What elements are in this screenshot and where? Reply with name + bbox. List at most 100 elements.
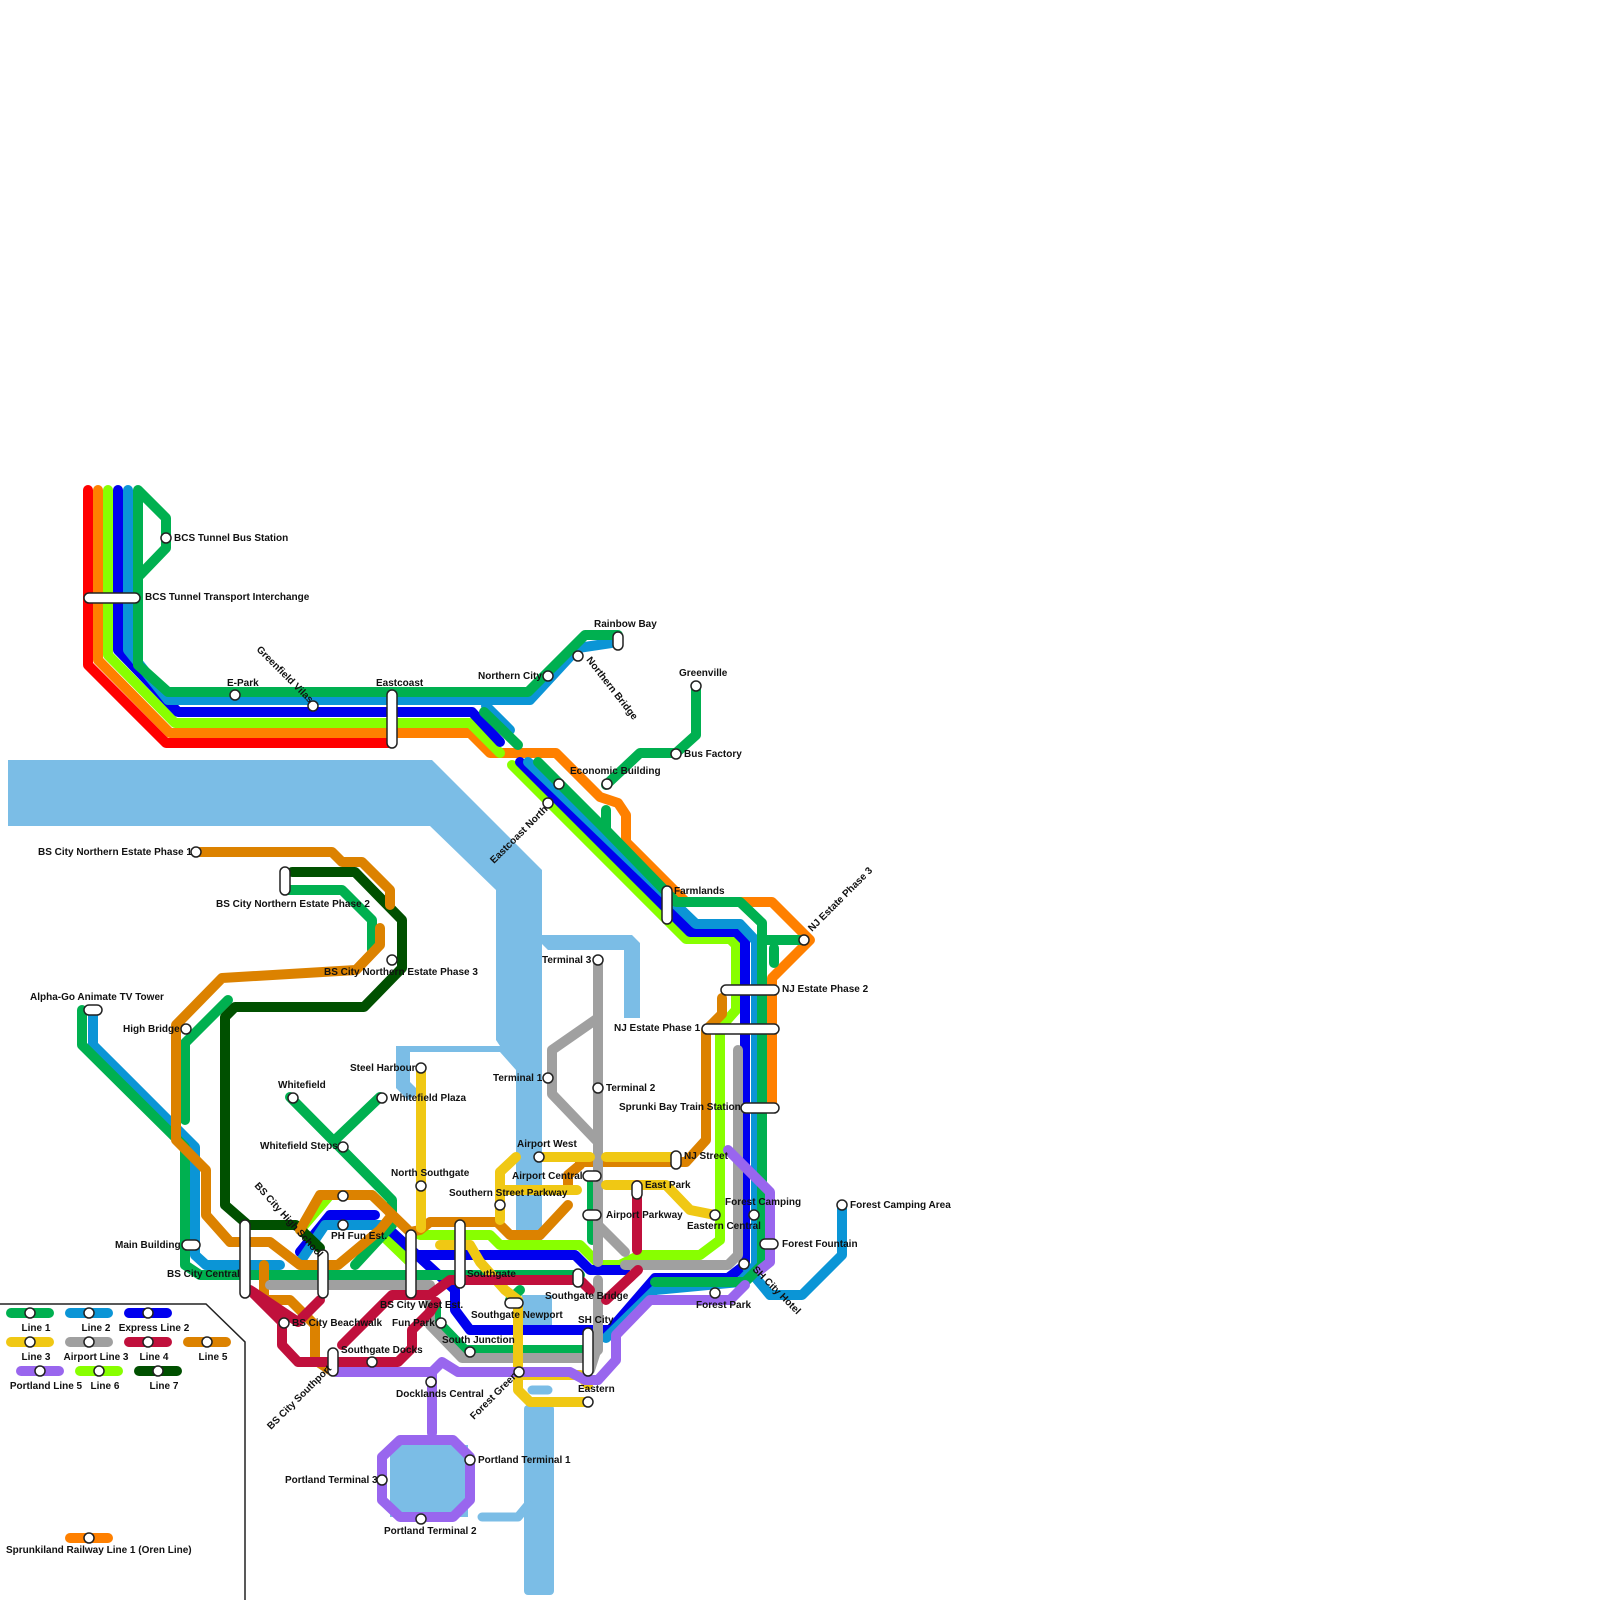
station-marker[interactable] xyxy=(513,1366,525,1378)
station-marker[interactable] xyxy=(542,797,554,809)
station-marker[interactable] xyxy=(464,1346,476,1358)
station-label: Farmlands xyxy=(674,886,725,897)
interchange-marker[interactable] xyxy=(279,866,291,896)
interchange-marker[interactable] xyxy=(83,1004,103,1016)
interchange-marker[interactable] xyxy=(720,984,780,996)
station-label: Portland Terminal 1 xyxy=(478,1455,571,1466)
station-label: Northern Bridge xyxy=(584,655,640,723)
legend-station-icon xyxy=(93,1365,105,1377)
interchange-marker[interactable] xyxy=(327,1347,339,1377)
station-marker[interactable] xyxy=(738,1258,750,1270)
interchange-marker[interactable] xyxy=(759,1238,779,1250)
portland-channel xyxy=(477,1500,533,1522)
station-marker[interactable] xyxy=(425,1376,437,1388)
station-marker[interactable] xyxy=(592,954,604,966)
station-label: East Park xyxy=(645,1180,691,1191)
bay-water xyxy=(8,760,640,1245)
oren-line xyxy=(93,485,815,1113)
station-marker[interactable] xyxy=(836,1199,848,1211)
station-marker[interactable] xyxy=(366,1356,378,1368)
interchange-marker[interactable] xyxy=(582,1209,602,1221)
station-marker[interactable] xyxy=(592,1082,604,1094)
station-marker[interactable] xyxy=(386,954,398,966)
station-marker[interactable] xyxy=(376,1474,388,1486)
station-marker[interactable] xyxy=(307,700,319,712)
station-label: NJ Estate Phase 3 xyxy=(806,865,875,934)
legend-label: Line 6 xyxy=(91,1381,120,1392)
station-marker[interactable] xyxy=(494,1199,506,1211)
station-marker[interactable] xyxy=(748,1209,760,1221)
station-label: Southgate Newport xyxy=(471,1310,563,1321)
interchange-marker[interactable] xyxy=(386,689,398,749)
station-marker[interactable] xyxy=(376,1092,388,1104)
station-marker[interactable] xyxy=(190,846,202,858)
legend-station-icon xyxy=(34,1365,46,1377)
station-marker[interactable] xyxy=(337,1219,349,1231)
interchange-marker[interactable] xyxy=(701,1023,780,1035)
station-marker[interactable] xyxy=(337,1141,349,1153)
interchange-marker[interactable] xyxy=(405,1229,417,1299)
legend-station-icon xyxy=(142,1336,154,1348)
station-marker[interactable] xyxy=(337,1190,349,1202)
interchange-marker[interactable] xyxy=(670,1150,682,1170)
line6 xyxy=(103,485,741,1270)
station-marker[interactable] xyxy=(709,1287,721,1299)
water-bodies xyxy=(8,760,640,1595)
station-marker[interactable] xyxy=(533,1151,545,1163)
station-marker[interactable] xyxy=(798,934,810,946)
station-marker[interactable] xyxy=(601,778,613,790)
station-marker[interactable] xyxy=(709,1209,721,1221)
station-marker[interactable] xyxy=(464,1454,476,1466)
legend-label: Express Line 2 xyxy=(119,1323,190,1334)
legend-label: Portland Line 5 xyxy=(10,1381,83,1392)
stations xyxy=(83,532,848,1525)
station-marker[interactable] xyxy=(542,1072,554,1084)
station-label: Forest Fountain xyxy=(782,1239,858,1250)
interchange-marker[interactable] xyxy=(454,1219,466,1289)
station-marker[interactable] xyxy=(287,1092,299,1104)
station-marker[interactable] xyxy=(435,1317,447,1329)
station-label: Economic Building xyxy=(570,766,661,777)
interchange-marker[interactable] xyxy=(239,1219,251,1299)
station-label: Southgate xyxy=(467,1269,516,1280)
station-marker[interactable] xyxy=(415,1513,427,1525)
legend-border xyxy=(0,1303,246,1600)
station-marker[interactable] xyxy=(278,1317,290,1329)
station-label: BS City Northern Estate Phase 1 xyxy=(38,847,192,858)
station-marker[interactable] xyxy=(690,680,702,692)
interchange-marker[interactable] xyxy=(317,1249,329,1299)
station-marker[interactable] xyxy=(180,1023,192,1035)
station-marker[interactable] xyxy=(415,1062,427,1074)
station-marker[interactable] xyxy=(553,778,565,790)
canal-south-2 xyxy=(524,1405,554,1595)
station-marker[interactable] xyxy=(160,532,172,544)
station-marker[interactable] xyxy=(670,748,682,760)
station-label: Main Building xyxy=(115,1240,181,1251)
station-marker[interactable] xyxy=(572,650,584,662)
interchange-marker[interactable] xyxy=(612,631,624,651)
interchange-marker[interactable] xyxy=(740,1102,780,1114)
interchange-marker[interactable] xyxy=(504,1297,524,1309)
interchange-marker[interactable] xyxy=(83,592,141,604)
interchange-marker[interactable] xyxy=(572,1268,584,1288)
legend-label: Airport Line 3 xyxy=(63,1352,128,1363)
station-label: Steel Harbour xyxy=(350,1063,416,1074)
interchange-marker[interactable] xyxy=(631,1180,643,1200)
station-label: Airport West xyxy=(517,1139,577,1150)
interchange-marker[interactable] xyxy=(582,1170,602,1182)
station-marker[interactable] xyxy=(542,670,554,682)
station-marker[interactable] xyxy=(415,1180,427,1192)
station-label: South Junction xyxy=(442,1335,515,1346)
interchange-marker[interactable] xyxy=(181,1239,201,1251)
station-label: Forest Camping xyxy=(725,1197,801,1208)
legend-label: Line 5 xyxy=(199,1352,228,1363)
interchange-marker[interactable] xyxy=(661,885,673,925)
station-marker[interactable] xyxy=(582,1396,594,1408)
station-marker[interactable] xyxy=(229,689,241,701)
station-label: Rainbow Bay xyxy=(594,619,657,630)
station-label: Whitefield Plaza xyxy=(390,1093,467,1104)
interchange-marker[interactable] xyxy=(582,1327,594,1377)
station-label: PH Fun Est. xyxy=(331,1231,387,1242)
